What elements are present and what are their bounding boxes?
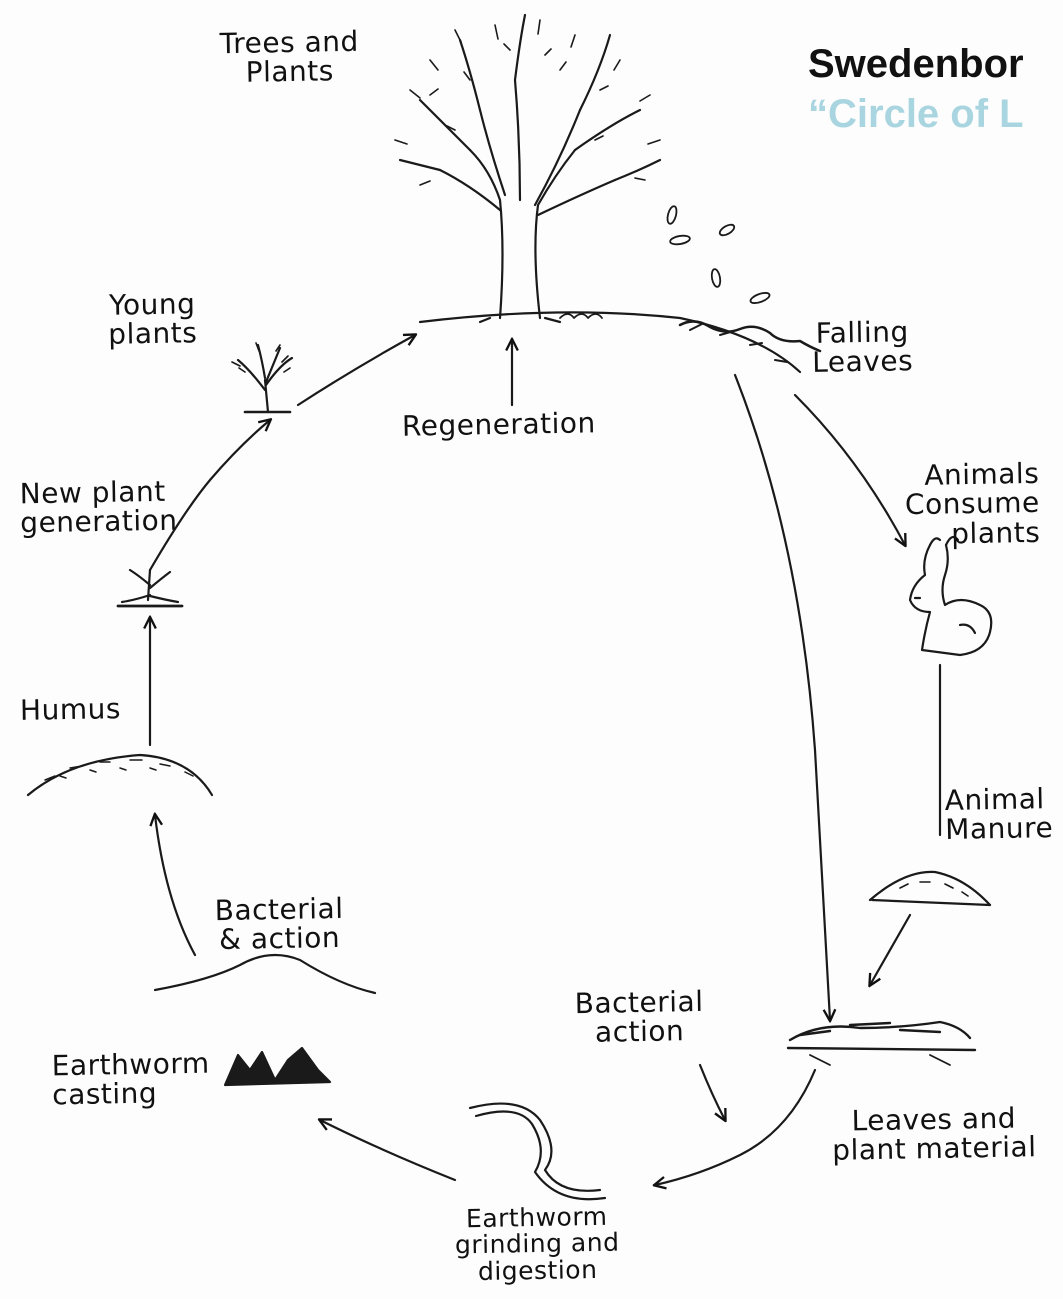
label-regeneration: Regeneration	[402, 408, 596, 441]
label-bacterial-action-left: Bacterial & action	[214, 894, 344, 955]
arrow-young-to-tree	[298, 335, 415, 405]
label-animals-consume-plants: Animals Consume plants	[904, 459, 1040, 550]
worm-casting-icon	[225, 1048, 330, 1085]
page-heading: Swedenbor “Circle of L	[808, 44, 1024, 134]
arrow-pile-to-worm	[655, 1070, 815, 1185]
ground-line	[420, 312, 800, 372]
rabbit-icon	[910, 537, 991, 655]
label-new-plant-generation: New plant generation	[19, 477, 177, 539]
seedling-icon	[118, 570, 182, 606]
arrow-bacterial-right	[700, 1065, 725, 1120]
label-earthworm-grinding: Earthworm grinding and digestion	[454, 1204, 620, 1286]
humus-mound-icon	[28, 755, 212, 795]
earthworm-icon	[470, 1104, 605, 1200]
label-trees-and-plants: Trees and Plants	[219, 27, 359, 88]
tree-icon	[395, 15, 660, 322]
label-animal-manure: Animal Manure	[944, 784, 1053, 845]
label-leaves-and-plant-material: Leaves and plant material	[832, 1103, 1037, 1165]
label-falling-leaves: Falling Leaves	[811, 317, 913, 378]
arrow-leaves-to-animals	[795, 395, 905, 545]
label-earthworm-casting: Earthworm casting	[51, 1049, 210, 1111]
arrow-bacterial-to-humus	[155, 815, 195, 955]
arrow-worm-to-casting	[320, 1120, 455, 1180]
leaf-pile-icon	[788, 1022, 975, 1065]
falling-leaves-icon	[666, 205, 820, 362]
heading-line-2: “Circle of L	[808, 94, 1024, 134]
arrow-leaves-to-pile	[735, 375, 830, 1020]
label-humus: Humus	[20, 694, 121, 725]
label-bacterial-action-right: Bacterial action	[574, 987, 704, 1048]
label-young-plants: Young plants	[107, 289, 197, 349]
young-plant-icon	[232, 343, 292, 412]
manure-pile-icon	[870, 872, 990, 905]
bacterial-mound-left	[155, 955, 375, 993]
heading-line-1: Swedenbor	[808, 42, 1024, 86]
arrow-manure-to-pile	[870, 915, 910, 985]
